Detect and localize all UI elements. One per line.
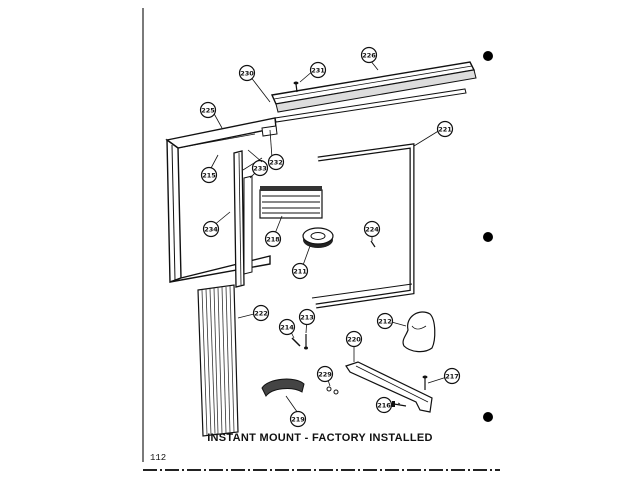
svg-text:229: 229: [318, 371, 332, 379]
callout-232-bubble: [242, 157, 263, 171]
part-218-foam-block: [259, 186, 323, 219]
svg-text:214: 214: [280, 324, 294, 332]
callout-215: 215: [200, 166, 218, 184]
callout-227: 232: [267, 153, 285, 171]
svg-text:217: 217: [445, 373, 459, 381]
page-number: 112: [150, 453, 167, 463]
svg-text:215: 215: [202, 172, 216, 180]
part-220-support-bracket: [345, 361, 433, 413]
binder-hole-bottom: [483, 412, 493, 422]
part-225-left-frame: [165, 117, 277, 283]
svg-text:212: 212: [378, 318, 392, 326]
callout-220: 220: [345, 330, 363, 348]
part-219-handle: [261, 378, 305, 397]
callout-229: 229: [316, 365, 334, 383]
callout-218: 218: [264, 230, 282, 248]
callout-231: 231: [309, 61, 327, 79]
part-226-top-rail: [270, 61, 477, 113]
svg-text:224: 224: [365, 226, 379, 234]
part-212-foot: [402, 311, 436, 353]
svg-text:221: 221: [438, 126, 452, 134]
callout-214: 214: [278, 318, 296, 336]
part-231-screw: [293, 81, 299, 93]
callout-222: 222: [252, 304, 270, 322]
callout-225: 225: [199, 101, 217, 119]
callout-221: 221: [436, 120, 454, 138]
binder-hole-top: [483, 51, 493, 61]
callout-234: 234: [202, 220, 220, 238]
svg-text:233: 233: [253, 165, 267, 173]
part-222-accordion-panel: [197, 284, 239, 437]
svg-text:220: 220: [347, 336, 361, 344]
callout-211: 211: [291, 262, 309, 280]
callout-226: 226: [360, 46, 378, 64]
part-224-screw: [370, 240, 376, 248]
callout-212: 212: [376, 312, 394, 330]
part-217-screw: [422, 375, 428, 390]
part-229-nuts: [326, 386, 339, 395]
part-211-tape-roll: [302, 227, 334, 248]
svg-text:230: 230: [240, 70, 254, 78]
svg-text:231: 231: [311, 67, 325, 75]
binder-hole-middle: [483, 232, 493, 242]
svg-text:216: 216: [377, 402, 391, 410]
part-233-seal: [243, 175, 253, 275]
diagram-caption: INSTANT MOUNT - FACTORY INSTALLED: [207, 432, 433, 444]
svg-text:218: 218: [266, 236, 280, 244]
part-214-fastener: [291, 337, 301, 347]
part-221-right-frame: [311, 143, 415, 309]
callout-224: 224: [363, 220, 381, 238]
svg-text:213: 213: [300, 314, 314, 322]
callout-216: 216: [375, 396, 393, 414]
svg-text:211: 211: [293, 268, 307, 276]
svg-text:225: 225: [201, 107, 215, 115]
svg-text:232: 232: [269, 159, 283, 167]
callout-219: 219: [289, 410, 307, 428]
part-227-corner-piece: [261, 125, 278, 137]
svg-text:226: 226: [362, 52, 376, 60]
callout-213: 213: [298, 308, 316, 326]
svg-text:234: 234: [204, 226, 218, 234]
svg-text:222: 222: [254, 310, 268, 318]
part-232-divider: [233, 150, 245, 288]
callout-230: 230: [238, 64, 256, 82]
part-216-screw: [392, 401, 407, 407]
part-213-fastener: [304, 334, 308, 350]
callout-217: 217: [443, 367, 461, 385]
svg-text:219: 219: [291, 416, 305, 424]
